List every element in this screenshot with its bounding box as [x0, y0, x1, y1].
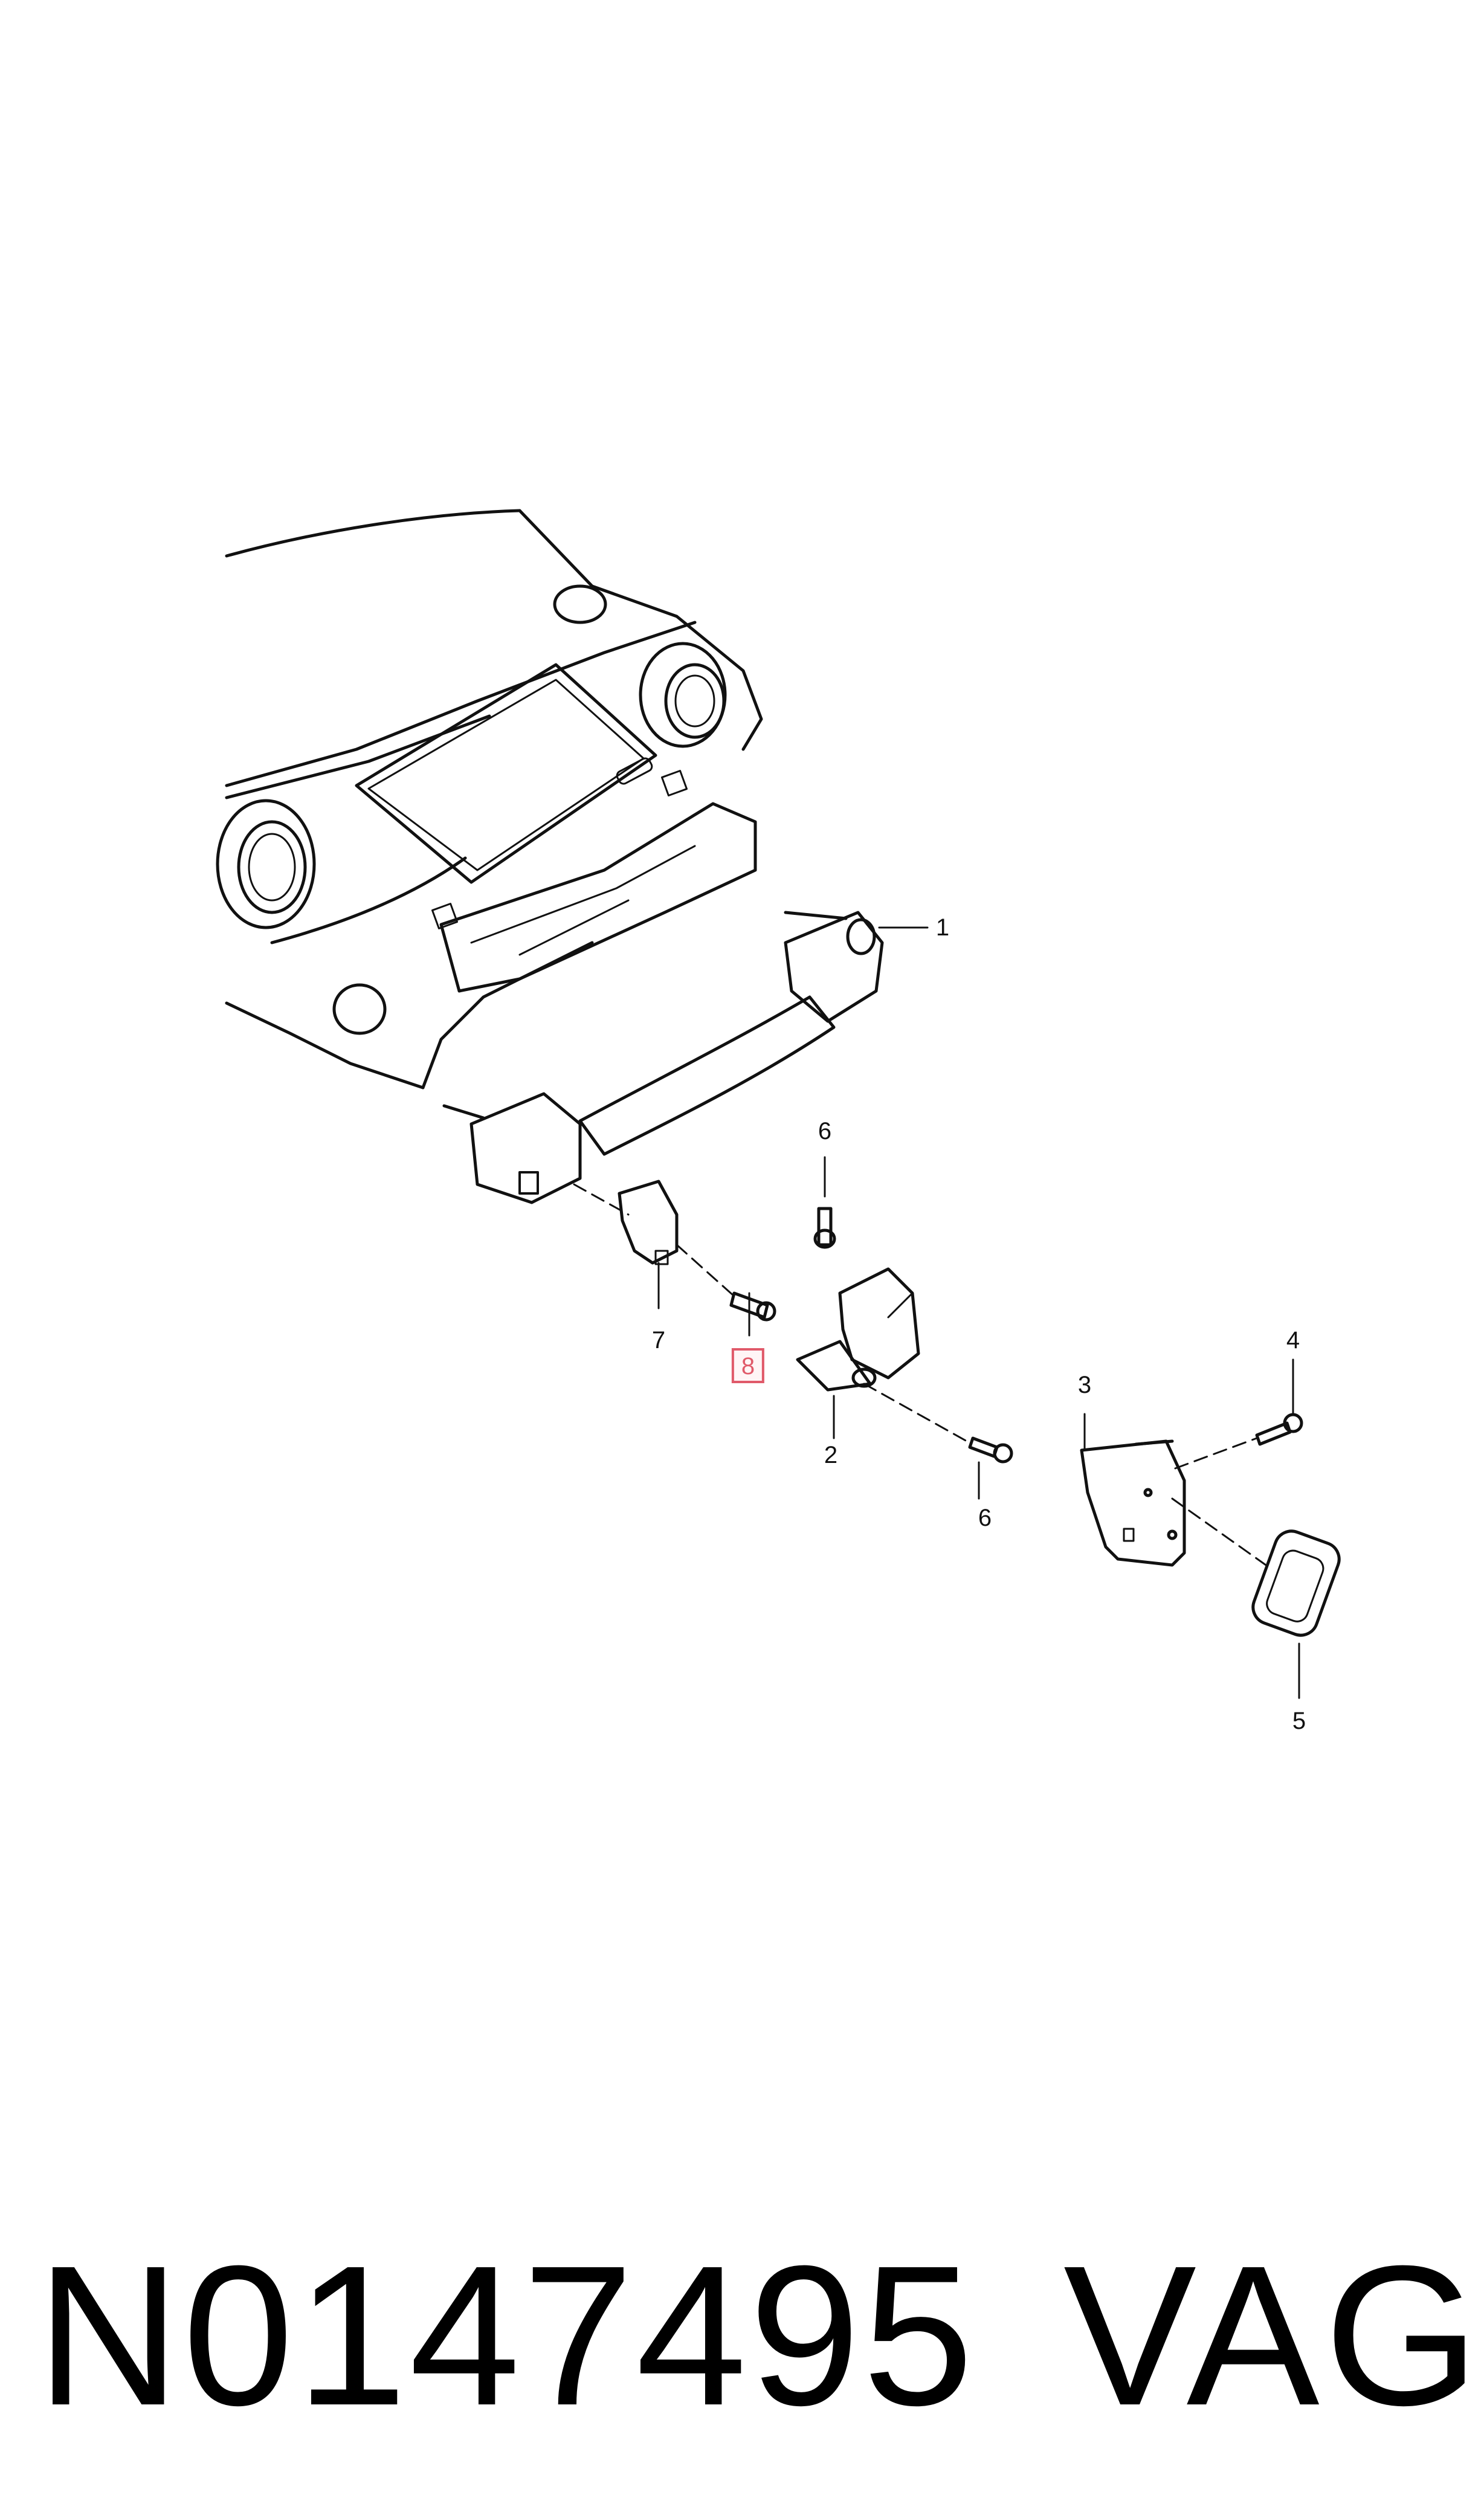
round-vent-icon [216, 799, 316, 929]
round-knob-icon [332, 983, 387, 1035]
bracket-part-7 [618, 1180, 679, 1265]
cover-cap-part-5 [1251, 1529, 1341, 1637]
grab-handle-part-1 [442, 911, 884, 1204]
leader-lines [657, 926, 1300, 1699]
mounting-bracket-part-2 [796, 1267, 920, 1392]
round-vent-icon [639, 642, 727, 748]
screw-part-8 [729, 1291, 776, 1322]
callout-label-5: 5 [1292, 1708, 1306, 1734]
exploded-parts-diagram [216, 509, 1341, 1699]
screw-part-4 [1255, 1413, 1303, 1446]
callout-label-1: 1 [935, 914, 950, 941]
callout-label-4: 4 [1286, 1327, 1300, 1354]
callout-label-7: 7 [651, 1327, 666, 1354]
callout-label-2: 2 [824, 1442, 838, 1468]
callout-label-6-upper: 6 [818, 1118, 832, 1144]
callout-label-6-lower: 6 [978, 1505, 992, 1531]
screw-part-6-lower [968, 1436, 1013, 1464]
part-number: N0147495 [36, 2224, 976, 2447]
screw-part-6-upper [813, 1207, 836, 1249]
side-bracket-part-3 [1080, 1439, 1186, 1567]
dashboard-illustration [216, 509, 763, 1090]
brand-name: VAG [1063, 2224, 1484, 2447]
assembly-dash-lines [573, 1183, 1267, 1566]
callout-label-3: 3 [1077, 1372, 1092, 1398]
callout-label-8-highlighted[interactable]: 8 [731, 1348, 765, 1383]
footer: N0147495 VAG [0, 2236, 1484, 2465]
